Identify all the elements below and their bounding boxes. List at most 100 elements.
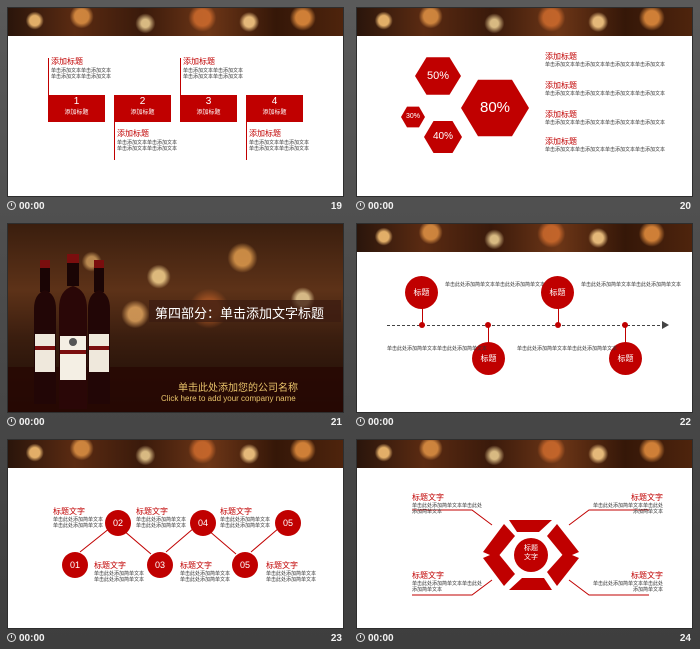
section-title: 第四部分：单击添加文字标题 [155, 306, 325, 321]
timeline-dot [555, 322, 561, 328]
header-photo [357, 224, 692, 252]
header-photo [357, 8, 692, 36]
step-box-2: 2 添加标题 [114, 95, 171, 122]
item-title: 添加标题 [249, 129, 281, 138]
slide-footer: 00:00 22 [356, 417, 693, 431]
text-item: 标题文字 单击此处添加简单文本单击此处添加简单文本 [180, 560, 230, 583]
connector [48, 58, 49, 103]
item-title: 添加标题 [545, 137, 577, 146]
slide-footer: 00:00 21 [7, 417, 344, 431]
item-title: 标题文字 [631, 493, 663, 502]
clock-icon [7, 633, 16, 642]
text-item: 标题文字 单击此处添加简单文本单击此处添加简单文本 [136, 506, 186, 529]
item-text: 单击添加文本单击添加文本单击添加文本单击添加文本 [249, 140, 310, 152]
timing-label: 00:00 [7, 201, 45, 212]
timeline-circle: 标题 [472, 342, 505, 375]
slide-number: 24 [679, 633, 691, 644]
item-title: 标题文字 [631, 571, 663, 580]
timeline-dot [622, 322, 628, 328]
cycle-diagram [412, 509, 649, 596]
slide-footer: 00:00 19 [7, 201, 344, 215]
item-text: 单击此处添加简单文本单击此处添加简单文本 [220, 517, 271, 529]
step-box-1: 1 添加标题 [48, 95, 105, 122]
slide-footer: 00:00 20 [356, 201, 693, 215]
text-item: 标题文字 单击此处添加简单文本单击此处添加简单文本 [266, 560, 316, 583]
clock-icon [356, 417, 365, 426]
item-title: 标题文字 [412, 493, 444, 502]
title-bar [149, 300, 341, 322]
slide-thumb-22[interactable]: 标题 单击此处添加简单文本单击此处添加简单文本 标题 单击此处添加简单文本单击此… [356, 223, 693, 432]
clock-icon [7, 417, 16, 426]
item-title: 添加标题 [545, 110, 577, 119]
timeline-text: 单击此处添加简单文本单击此处添加简单文本 [581, 282, 682, 288]
step-circle: 03 [147, 552, 173, 578]
item-title: 标题文字 [53, 507, 85, 516]
connector [246, 122, 247, 160]
timeline-line [387, 325, 665, 326]
timeline-text: 单击此处添加简单文本单击此处添加简单文本 [517, 346, 618, 352]
slide-number: 20 [679, 201, 691, 212]
step-label: 添加标题 [130, 110, 155, 116]
item-text: 单击此处添加简单文本单击此处添加简单文本 [593, 503, 664, 515]
slide-thumb-20[interactable]: 50% 80% 30% 40% 添加标题 单击添加文本单击添加文本单击添加文本单… [356, 7, 693, 216]
step-circle: 05 [275, 510, 301, 536]
step-box-4: 4 添加标题 [246, 95, 303, 122]
timeline-text: 单击此处添加简单文本单击此处添加简单文本 [445, 282, 546, 288]
step-circle: 01 [62, 552, 88, 578]
hex-80: 80% [461, 79, 529, 137]
item-title: 标题文字 [180, 561, 212, 570]
item-text: 单击此处添加简单文本单击此处添加简单文本 [412, 581, 483, 593]
item-text: 单击此处添加简单文本单击此处添加简单文本 [53, 517, 104, 529]
clock-icon [356, 201, 365, 210]
text-item: 添加标题 单击添加文本单击添加文本单击添加文本单击添加文本 [545, 51, 685, 68]
timing-label: 00:00 [356, 417, 394, 428]
header-photo [8, 440, 343, 468]
timing-label: 00:00 [356, 201, 394, 212]
text-item: 添加标题 单击添加文本单击添加文本单击添加文本单击添加文本 [545, 136, 685, 153]
wine-bottles-image [34, 254, 110, 409]
slide-canvas: 标题 单击此处添加简单文本单击此处添加简单文本 标题 单击此处添加简单文本单击此… [356, 223, 693, 413]
item-text: 单击此处添加简单文本单击此处添加简单文本 [180, 571, 231, 583]
text-item: 标题文字 单击此处添加简单文本单击此处添加简单文本 [593, 492, 663, 515]
step-circle: 02 [105, 510, 131, 536]
item-text: 单击添加文本单击添加文本单击添加文本单击添加文本 [545, 62, 666, 68]
step-number: 2 [139, 96, 146, 107]
text-item: 标题文字 单击此处添加简单文本单击此处添加简单文本 [412, 492, 482, 515]
step-number: 1 [73, 96, 80, 107]
item-title: 添加标题 [545, 81, 577, 90]
slide-canvas: 50% 80% 30% 40% 添加标题 单击添加文本单击添加文本单击添加文本单… [356, 7, 693, 197]
slide-canvas: 01 02 03 04 05 05 标题文字 单击此处添加简单文本单击此处添加简… [7, 439, 344, 629]
text-item: 标题文字 单击此处添加简单文本单击此处添加简单文本 [53, 506, 103, 529]
slide-thumb-24[interactable]: 标题 文字 标题文字 单击此处添加简单文本单击此处添加简单文本 标题文字 单击此… [356, 439, 693, 648]
item-text: 单击此处添加简单文本单击此处添加简单文本 [412, 503, 483, 515]
item-title: 添加标题 [545, 52, 577, 61]
item-title: 添加标题 [51, 57, 83, 66]
item-title: 标题文字 [266, 561, 298, 570]
hex-30: 30% [401, 106, 425, 128]
slide-thumb-21[interactable]: 第四部分：单击添加文字标题 单击此处添加您的公司名称 Click here to… [7, 223, 344, 432]
item-title: 标题文字 [136, 507, 168, 516]
slide-canvas: 添加标题 单击添加文本单击添加文本单击添加文本单击添加文本 添加标题 单击添加文… [7, 7, 344, 197]
timeline-circle: 标题 [609, 342, 642, 375]
hex-50: 50% [415, 57, 461, 95]
slide-number: 19 [330, 201, 342, 212]
slide-canvas: 标题 文字 标题文字 单击此处添加简单文本单击此处添加简单文本 标题文字 单击此… [356, 439, 693, 629]
slide-canvas: 第四部分：单击添加文字标题 单击此处添加您的公司名称 Click here to… [7, 223, 344, 413]
clock-icon [356, 633, 365, 642]
step-circle: 05 [232, 552, 258, 578]
connector [422, 307, 423, 325]
slide-number: 22 [679, 417, 691, 428]
slide-thumb-23[interactable]: 01 02 03 04 05 05 标题文字 单击此处添加简单文本单击此处添加简… [7, 439, 344, 648]
text-item: 标题文字 单击此处添加简单文本单击此处添加简单文本 [220, 506, 270, 529]
header-photo [357, 440, 692, 468]
item-text: 单击添加文本单击添加文本单击添加文本单击添加文本 [545, 91, 666, 97]
company-name: 单击此处添加您的公司名称 [178, 383, 298, 394]
connector [558, 307, 559, 325]
zigzag-connectors [79, 527, 280, 555]
step-label: 添加标题 [196, 110, 221, 116]
slide-thumb-19[interactable]: 添加标题 单击添加文本单击添加文本单击添加文本单击添加文本 添加标题 单击添加文… [7, 7, 344, 216]
step-label: 添加标题 [64, 110, 89, 116]
item-text: 单击此处添加简单文本单击此处添加简单文本 [593, 581, 664, 593]
timeline-dot [419, 322, 425, 328]
arrow-head-icon [662, 321, 669, 329]
